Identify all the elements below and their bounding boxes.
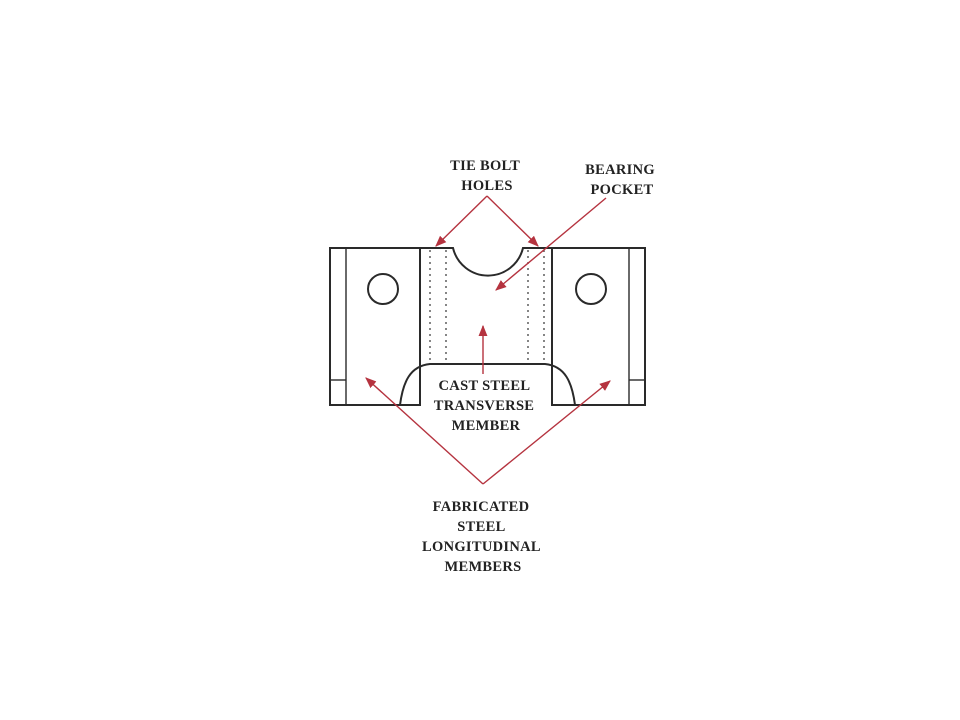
arrow-tie-bolt-left: [435, 195, 488, 247]
label-line: TIE BOLT: [450, 158, 520, 174]
tie-bolt-hole-left: [367, 273, 399, 305]
annotation-arrows: [365, 195, 611, 485]
arrow-longitudinal-right: [482, 380, 611, 485]
label-bearing-pocket: BEARING POCKET: [585, 162, 659, 198]
label-line: BEARING: [585, 162, 655, 178]
label-line: POCKET: [590, 182, 653, 198]
label-line: HOLES: [461, 178, 512, 194]
arrow-longitudinal-left: [365, 377, 484, 485]
right-longitudinal-member: [551, 247, 646, 406]
label-tie-bolt-holes: TIE BOLT HOLES: [450, 158, 524, 194]
label-fabricated-steel-longitudinal-members: FABRICATED STEEL LONGITUDINAL MEMBERS: [422, 499, 544, 575]
label-cast-steel-transverse-member: CAST STEEL TRANSVERSE MEMBER: [434, 378, 538, 434]
tie-bolt-hole-right: [575, 273, 607, 305]
label-line: TRANSVERSE: [434, 398, 535, 414]
label-line: MEMBER: [452, 418, 521, 434]
label-line: FABRICATED: [433, 499, 530, 515]
label-line: MEMBERS: [444, 559, 521, 575]
left-longitudinal-member: [329, 247, 421, 406]
transverse-member-base: [399, 363, 576, 406]
arrow-tie-bolt-right: [486, 195, 539, 247]
cast-steel-transverse-member: [399, 247, 576, 406]
arrow-bearing-pocket: [495, 197, 607, 291]
label-line: CAST STEEL: [439, 378, 531, 394]
label-line: LONGITUDINAL: [422, 539, 541, 555]
label-line: STEEL: [457, 519, 505, 535]
bolster-drawing: [329, 247, 646, 406]
